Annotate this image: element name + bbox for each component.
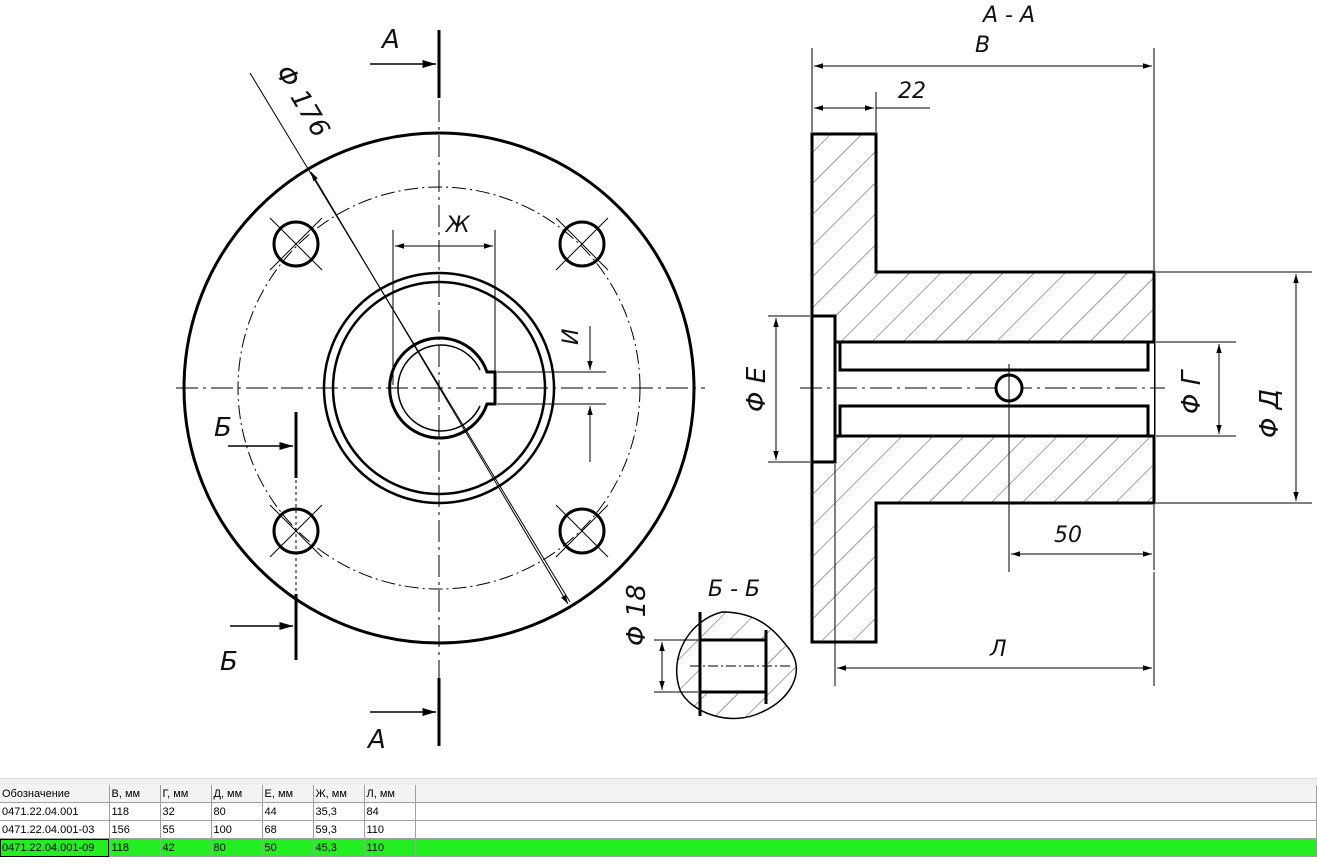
bolt-hole-bottom-right [555, 504, 609, 558]
table-cell[interactable]: 110 [364, 838, 416, 857]
table-cell[interactable]: 0471.22.04.001 [0, 802, 110, 821]
table-cell[interactable]: 32 [160, 802, 212, 821]
drawing-canvas: Φ 176 Ж И А А Б Б А - А [176, 3, 1312, 755]
section-bb-view: Б - Б Φ 18 [622, 577, 798, 720]
flange-outline [182, 131, 696, 645]
table-row-selected[interactable]: 0471.22.04.001-09 118 42 80 50 45,3 110 [0, 838, 1317, 857]
section-bb-break [675, 611, 798, 720]
cut-a-top-label: А [380, 25, 400, 55]
column-header[interactable]: Обозначение [0, 785, 110, 803]
table-cell-active[interactable]: 0471.22.04.001-09 [0, 838, 110, 857]
parameters-table: Обозначение В, мм Г, мм Д, мм Е, мм Ж, м… [0, 785, 1317, 857]
table-cell [415, 820, 1317, 839]
dim-50-label: 50 [1054, 523, 1082, 548]
table-cell[interactable]: 55 [160, 820, 212, 839]
table-cell[interactable]: 42 [160, 838, 212, 857]
cut-a-bottom-label: А [366, 725, 386, 755]
table-cell[interactable]: 110 [364, 820, 416, 839]
g-label: Φ Г [1177, 368, 1207, 414]
i-label: И [559, 329, 584, 345]
column-header[interactable]: Л, мм [364, 785, 416, 803]
column-header[interactable]: Д, мм [211, 785, 263, 803]
technical-drawing: Φ 176 Ж И А А Б Б А - А [176, 3, 1312, 755]
table-cell[interactable]: 59,3 [313, 820, 365, 839]
section-aa-title: А - А [981, 3, 1035, 28]
zh-label: Ж [444, 213, 471, 238]
table-header-row: Обозначение В, мм Г, мм Д, мм Е, мм Ж, м… [0, 785, 1317, 803]
section-bb-title: Б - Б [708, 577, 760, 602]
column-header[interactable]: В, мм [109, 785, 161, 803]
table-cell[interactable]: 80 [211, 838, 263, 857]
table-cell[interactable]: 50 [262, 838, 314, 857]
table-cell[interactable]: 118 [109, 802, 161, 821]
table-cell[interactable]: 84 [364, 802, 416, 821]
table-cell[interactable]: 45,3 [313, 838, 365, 857]
d176-label: Φ 176 [269, 60, 335, 143]
column-header[interactable]: Ж, мм [313, 785, 365, 803]
front-view: Φ 176 Ж И А А Б Б [176, 25, 705, 755]
cut-b-top-label: Б [214, 413, 232, 443]
bore-counterbore [810, 314, 837, 464]
section-aa-view: А - А В 22 Φ Е Φ Г [742, 3, 1312, 686]
table-cell [415, 838, 1317, 857]
panel-separator[interactable] [0, 778, 1317, 785]
table-cell[interactable]: 68 [262, 820, 314, 839]
table-cell[interactable]: 118 [109, 838, 161, 857]
table-row[interactable]: 0471.22.04.001-03 156 55 100 68 59,3 110 [0, 820, 1317, 839]
l-label: Л [989, 637, 1007, 662]
d-label: Φ Д [1255, 389, 1285, 438]
v-label: В [975, 33, 990, 58]
dim-22-label: 22 [898, 79, 926, 104]
table-row[interactable]: 0471.22.04.001 118 32 80 44 35,3 84 [0, 802, 1317, 821]
table-cell [415, 802, 1317, 821]
cut-b-bottom-label: Б [220, 647, 238, 677]
table-cell[interactable]: 80 [211, 802, 263, 821]
column-header[interactable]: Е, мм [262, 785, 314, 803]
table-cell[interactable]: 0471.22.04.001-03 [0, 820, 110, 839]
table-cell[interactable]: 35,3 [313, 802, 365, 821]
bolt-hole-top-right [555, 217, 609, 271]
d18-label: Φ 18 [622, 584, 652, 646]
table-cell[interactable]: 156 [109, 820, 161, 839]
e-label: Φ Е [742, 366, 772, 412]
table-cell[interactable]: 44 [262, 802, 314, 821]
bolt-hole-top-left [269, 217, 323, 271]
column-header [415, 785, 1317, 803]
column-header[interactable]: Г, мм [160, 785, 212, 803]
table-cell[interactable]: 100 [211, 820, 263, 839]
